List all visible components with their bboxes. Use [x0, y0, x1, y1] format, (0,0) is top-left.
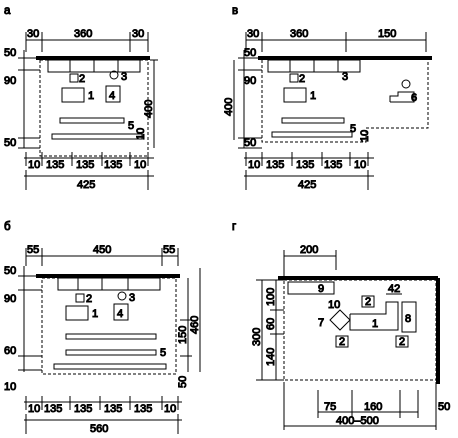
- panel-b-right-dim-2: 460: [189, 316, 201, 334]
- panel-a-letter: а: [4, 5, 11, 17]
- panel-v-left-dim-4: 50: [244, 137, 256, 149]
- panel-b-left-dim-3: 60: [4, 345, 16, 357]
- panel-a-item-1: 1: [88, 90, 94, 102]
- panel-v-item-2: 2: [299, 73, 305, 85]
- panel-v-top-dim-3: 150: [378, 28, 396, 40]
- panel-v-item-3: 3: [342, 71, 348, 83]
- panel-a-top-dim-1: 30: [27, 28, 39, 40]
- panel-g-total: 400–500: [336, 415, 379, 427]
- panel-v-left-dim-1: 50: [244, 47, 256, 59]
- panel-a-left-dim-2: 90: [4, 75, 16, 87]
- panel-v-bot-dim-2: 135: [266, 159, 284, 171]
- panel-b-item-1: 1: [92, 308, 98, 320]
- panel-g-inner-dim-1: 42: [388, 283, 400, 295]
- panel-b-bot-dim-2: 135: [44, 403, 62, 415]
- panel-g-item-2c: 2: [399, 336, 405, 348]
- panel-b-bot-dim-4: 135: [104, 403, 122, 415]
- panel-g-item-10: 10: [328, 299, 340, 311]
- panel-a-right-dim-1: 400: [143, 100, 155, 118]
- panel-g-bot-dim-3: 50: [438, 401, 450, 413]
- panel-v-item-5: 5: [350, 123, 356, 135]
- panel-g-left-dim-2: 300: [251, 328, 263, 346]
- panel-g-letter: г: [232, 221, 236, 233]
- panel-v-bot-dim-5: 10: [354, 159, 366, 171]
- panel-a-total: 425: [77, 179, 95, 191]
- panel-v-top-dim-2: 360: [290, 28, 308, 40]
- panel-b-top-dim-1: 55: [27, 244, 39, 256]
- panel-v-left-dim-3: 400: [223, 98, 235, 116]
- panel-a-item-3: 3: [121, 71, 127, 83]
- panel-b-item-3: 3: [129, 292, 135, 304]
- panel-v-bot-dim-1: 10: [248, 159, 260, 171]
- panel-v-item-6: 6: [411, 92, 417, 104]
- panel-a-left-dim-1: 50: [4, 47, 16, 59]
- panel-a-bot-dim-3: 135: [76, 159, 94, 171]
- panel-g-left-dim-1: 100: [265, 288, 277, 306]
- panel-b-left-dim-1: 50: [4, 265, 16, 277]
- panel-g: г 200 9 10 2 7 1 8 42 2 2: [232, 221, 451, 430]
- panel-a-top-dim-3: 30: [132, 28, 144, 40]
- panel-a-bot-dim-4: 135: [104, 159, 122, 171]
- panel-g-bot-dim-2: 160: [364, 401, 382, 413]
- panel-a-bot-dim-2: 135: [46, 159, 64, 171]
- panel-g-item-7: 7: [318, 317, 324, 329]
- panel-v-top-dim-1: 30: [247, 28, 259, 40]
- panel-v-bot-dim-3: 135: [296, 159, 314, 171]
- panel-v-bot-dim-4: 135: [324, 159, 342, 171]
- panel-b-item-2: 2: [86, 293, 92, 305]
- panel-b-left-dim-2: 90: [4, 293, 16, 305]
- panel-a-bot-dim-1: 10: [28, 159, 40, 171]
- panel-g-left-dim-4: 140: [265, 348, 277, 366]
- panel-b: б 55 450 55 1 2 3 4 5 50 90 60 1: [4, 221, 202, 436]
- panel-v-right-dim-1: 10: [359, 130, 371, 142]
- panel-b-letter: б: [4, 221, 11, 233]
- panel-b-total: 560: [90, 423, 108, 435]
- panel-g-left-dim-3: 60: [265, 318, 277, 330]
- panel-b-bot-dim-5: 135: [134, 403, 152, 415]
- panel-g-item-2a: 2: [365, 296, 371, 308]
- panel-b-right-dim-1: 150: [177, 326, 189, 344]
- panel-b-top-dim-3: 55: [163, 244, 175, 256]
- panel-v-item-1: 1: [310, 90, 316, 102]
- panel-v-letter: в: [232, 5, 238, 17]
- panel-g-bot-dim-1: 75: [324, 401, 336, 413]
- panel-a: а 30 360 30 1 2 3 4 5: [4, 5, 158, 192]
- panel-v: в 30 360 150 1 2 3 5 6 50 90: [223, 5, 432, 192]
- panel-g-item-2b: 2: [339, 336, 345, 348]
- panel-g-item-9: 9: [318, 283, 324, 295]
- panel-a-left-dim-3: 50: [4, 137, 16, 149]
- panel-b-bot-dim-6: 10: [164, 403, 176, 415]
- panel-b-left-dim-4: 10: [4, 381, 16, 393]
- panel-a-top-dim-2: 360: [74, 28, 92, 40]
- panel-a-item-4: 4: [109, 90, 115, 102]
- panel-a-item-5: 5: [128, 120, 134, 132]
- panel-v-total: 425: [298, 179, 316, 191]
- panel-b-bot-dim-3: 135: [74, 403, 92, 415]
- panel-g-top-dim-1: 200: [300, 244, 318, 256]
- panel-b-item-4: 4: [117, 308, 123, 320]
- panel-g-item-1: 1: [372, 318, 378, 330]
- panel-v-left-dim-2: 90: [244, 75, 256, 87]
- panel-b-bot-dim-1: 10: [28, 403, 40, 415]
- panel-b-right-dim-3: 50: [177, 376, 189, 388]
- panel-a-right-dim-2: 10: [135, 128, 147, 140]
- panel-g-item-8: 8: [405, 313, 411, 325]
- panel-b-top-dim-2: 450: [93, 244, 111, 256]
- panel-a-bot-dim-5: 10: [134, 159, 146, 171]
- panel-b-item-5: 5: [160, 347, 166, 359]
- panel-a-item-2: 2: [79, 73, 85, 85]
